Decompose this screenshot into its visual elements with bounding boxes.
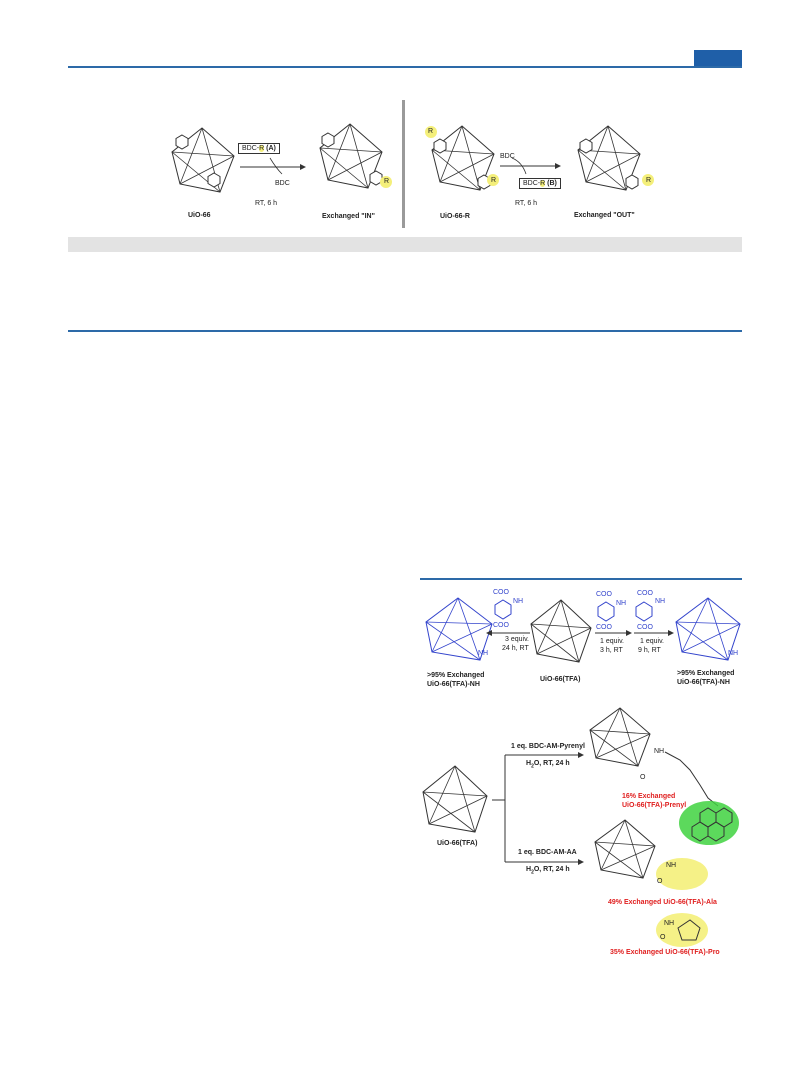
label-uio66: UiO-66 — [188, 212, 211, 219]
cond-top: H2O, RT, 24 h — [526, 760, 570, 770]
label-right-2: UiO-66(TFA)-NH — [677, 679, 730, 686]
coo-top-mid: COO — [596, 591, 612, 598]
product-left-structure — [425, 597, 493, 661]
coo-bottom-mid: COO — [596, 624, 612, 631]
nh-prenyl: NH — [654, 748, 665, 755]
nh2-mid: NH — [616, 600, 627, 607]
label-exchanged-out: Exchanged "OUT" — [574, 212, 635, 219]
label-exchanged-in: Exchanged "IN" — [322, 213, 375, 220]
label-start: UiO-66(TFA) — [437, 840, 478, 847]
label-left-1: >95% Exchanged — [427, 672, 485, 679]
cond-right-1: 1 equiv. — [640, 638, 664, 645]
linker-mid — [597, 601, 615, 622]
coo-top-left: COO — [493, 589, 509, 596]
caption-bar — [68, 237, 742, 252]
cond-right-2: 9 h, RT — [638, 647, 661, 654]
reagent-top: 1 eq. BDC-AM-Pyrenyl — [511, 743, 585, 750]
r-label-in: R — [384, 178, 390, 185]
nh2-right: NH — [655, 598, 666, 605]
uio66tfa-center-structure — [530, 599, 592, 663]
product-right-structure — [675, 597, 741, 661]
pro-label: 35% Exchanged UiO-66(TFA)-Pro — [610, 949, 720, 956]
cond-mid-2: 3 h, RT — [600, 647, 623, 654]
label-center: UiO-66(TFA) — [540, 676, 581, 683]
cond-bottom: H2O, RT, 24 h — [526, 866, 570, 876]
nh-pro: NH — [664, 920, 675, 927]
conditions-right: RT, 6 h — [515, 200, 538, 207]
cond-left-2: 24 h, RT — [502, 645, 529, 652]
prenyl-product-structure — [589, 707, 651, 767]
scheme1-structures — [171, 123, 654, 193]
nh2-product-left: NH — [478, 650, 489, 657]
cond-mid-1: 1 equiv. — [600, 638, 624, 645]
ala-highlight — [656, 858, 708, 890]
conditions-left: RT, 6 h — [255, 200, 278, 207]
box-a: BDC-R (A) — [238, 143, 280, 154]
label-uio66r: UiO-66-R — [440, 213, 470, 220]
figure-rule — [420, 578, 742, 580]
cond-left-1: 3 equiv. — [505, 636, 529, 643]
nh2-product-right: NH — [728, 650, 739, 657]
linker-right — [635, 601, 653, 622]
box-b: BDC-R (B) — [519, 178, 561, 189]
coo-top-right: COO — [637, 590, 653, 597]
reagent-right: BDC — [500, 153, 515, 160]
byproduct-left: BDC — [275, 180, 290, 187]
o-prenyl: O — [640, 774, 646, 781]
coo-bottom-right: COO — [637, 624, 653, 631]
label-left-2: UiO-66(TFA)-NH — [427, 681, 480, 688]
nh-ala: NH — [666, 862, 677, 869]
o-pro: O — [660, 934, 666, 941]
header-rule — [68, 66, 742, 68]
ala-product-structure — [594, 819, 656, 879]
start-structure — [422, 765, 488, 833]
r-label-mid: R — [491, 177, 497, 184]
pro-highlight — [656, 913, 708, 947]
prenyl-label-2: UiO-66(TFA)-Prenyl — [622, 802, 687, 809]
reagent-bottom: 1 eq. BDC-AM-AA — [518, 849, 577, 856]
scheme-separator — [402, 100, 405, 228]
nh2-left: NH — [513, 598, 524, 605]
prenyl-label-1: 16% Exchanged — [622, 793, 676, 800]
label-right-1: >95% Exchanged — [677, 670, 735, 677]
ala-label: 49% Exchanged UiO-66(TFA)-Ala — [608, 899, 717, 906]
section-rule — [68, 330, 742, 332]
coo-bottom-left: COO — [493, 622, 509, 629]
o-ala: O — [657, 878, 663, 885]
r-label-out: R — [646, 177, 652, 184]
r-label-top: R — [428, 128, 434, 135]
header-tab — [694, 50, 742, 66]
linker-left — [494, 599, 512, 620]
